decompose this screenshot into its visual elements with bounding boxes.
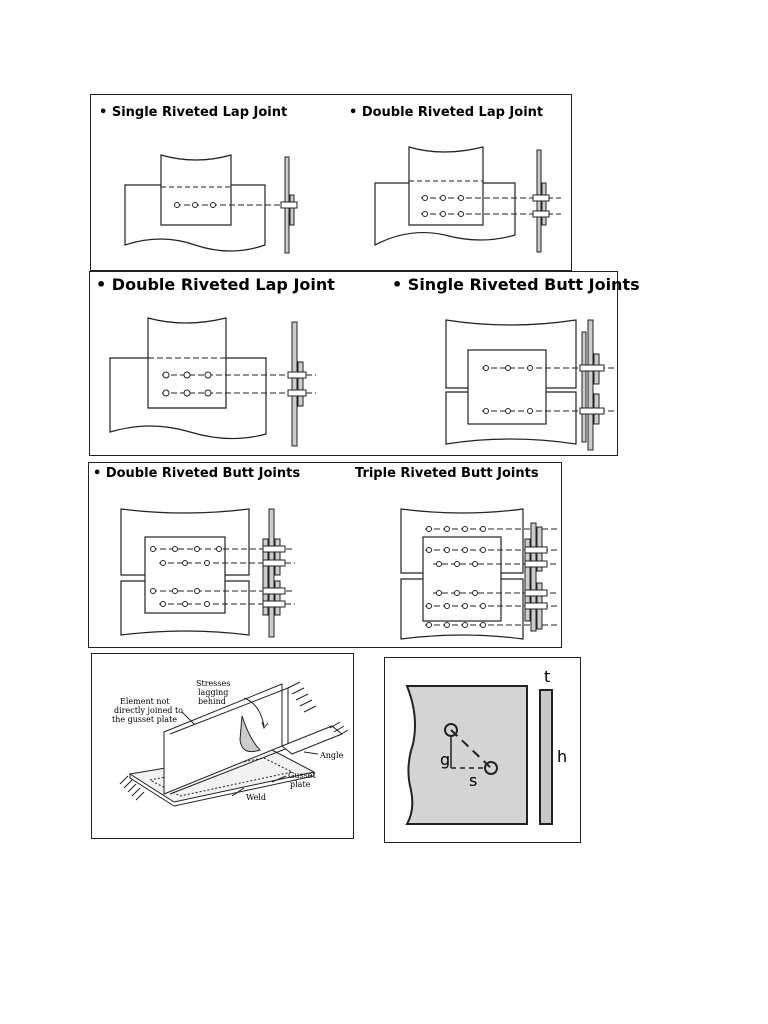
pitch-s-label: s (469, 771, 477, 790)
single-riveted-butt-joints-diagram (445, 319, 614, 451)
triple-riveted-butt-joints-title: Triple Riveted Butt Joints (355, 466, 539, 481)
panel-lap-butt-joints-2: • Double Riveted Lap Joint • Single Rive… (89, 271, 640, 456)
weld-label: Weld (246, 793, 266, 802)
thickness-t-label: t (544, 667, 550, 686)
gauge-g-label: g (440, 750, 450, 769)
double-riveted-butt-joints-diagram (120, 508, 295, 638)
double-riveted-lap-joint-diagram (374, 146, 561, 253)
gusset-plate-label-1: Gusset (288, 771, 316, 780)
angle-label: Angle (319, 751, 344, 760)
double-riveted-lap-joint-diagram-2 (109, 317, 316, 447)
panel-shear-lag-gusset: Element not directly joined to the gusse… (91, 653, 354, 839)
double-riveted-lap-joint-title-2: • Double Riveted Lap Joint (96, 275, 335, 294)
double-riveted-lap-joint-title: • Double Riveted Lap Joint (349, 105, 544, 120)
single-riveted-butt-joints-title: • Single Riveted Butt Joints (392, 275, 640, 294)
double-riveted-butt-joints-title: • Double Riveted Butt Joints (93, 466, 301, 481)
single-riveted-lap-joint-title: • Single Riveted Lap Joint (99, 105, 288, 120)
element-not-joined-label-1: Element not (120, 697, 170, 706)
stresses-lagging-label-1: Stresses (196, 679, 230, 688)
element-not-joined-label-2: directly joined to (114, 706, 183, 715)
stresses-lagging-label-3: behind (198, 697, 226, 706)
panel-rivet-spacing: t h g s (384, 657, 581, 843)
gusset-plate-angle-diagram: Element not directly joined to the gusse… (112, 679, 349, 807)
rivet-spacing-diagram: t h g s (405, 667, 567, 825)
single-riveted-lap-joint-diagram (124, 154, 298, 254)
panel-lap-joints-1: • Single Riveted Lap Joint • Double Rive… (90, 94, 572, 271)
panel-butt-joints-3: • Double Riveted Butt Joints Triple Rive… (88, 462, 562, 648)
height-h-label: h (557, 747, 567, 766)
element-not-joined-label-3: the gusset plate (112, 715, 177, 724)
stresses-lagging-label-2: lagging (198, 688, 228, 697)
gusset-plate-label-2: plate (290, 780, 311, 789)
triple-riveted-butt-joints-diagram (400, 508, 557, 640)
